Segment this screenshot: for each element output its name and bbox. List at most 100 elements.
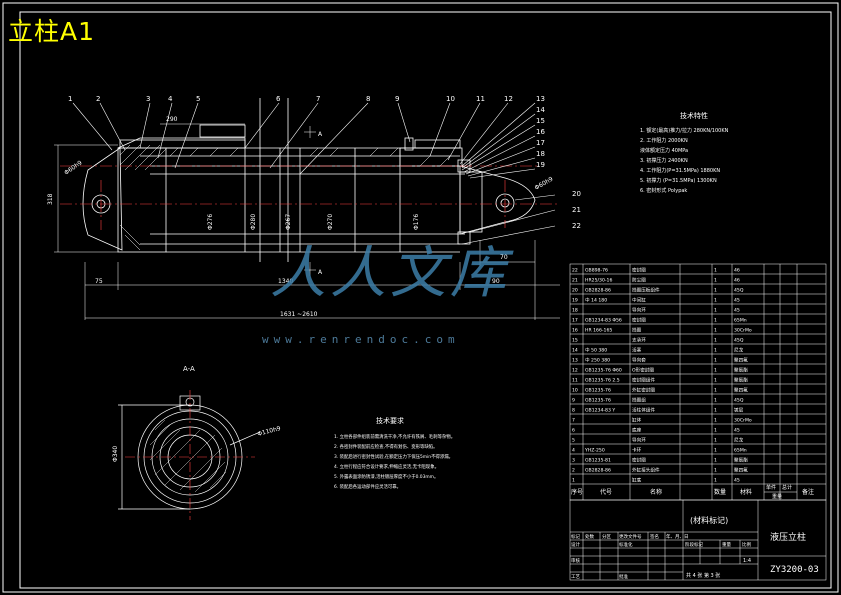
tech-req-block: 技术要求 1. 立柱各部件组装前需清洗干净,不允许有铁屑、毛刺等杂物。 2. 各… xyxy=(334,416,455,490)
bom-cell: GB1235-76 Φ60 xyxy=(585,368,622,374)
bom-cell: 聚四氟 xyxy=(734,357,748,364)
bom-cell: 支承环 xyxy=(632,337,646,344)
bom-cell: 中 250 380 xyxy=(585,357,610,364)
bom-cell: 1 xyxy=(714,418,717,424)
dim-h-left: 318 xyxy=(47,193,54,205)
tech-param-line-3: 液体额定压力 40MPa xyxy=(640,147,688,154)
bom-cell: 22 xyxy=(572,268,578,274)
tech-req-line-2: 2. 各密封件装配前应检查,不得有划伤、变形等缺陷。 xyxy=(334,443,438,450)
dim-small: Φ60h9 xyxy=(534,176,555,192)
tech-param-line-6: 5. 初撑力 (P=31.5MPa) 1300KN xyxy=(640,177,717,184)
tb-label-std: 标准化 xyxy=(619,541,633,548)
callout-5: 5 xyxy=(196,95,200,103)
bom-cell: 1 xyxy=(714,458,717,464)
watermark-url: www.renrendoc.com xyxy=(262,333,460,346)
bom-cell: 导向套 xyxy=(632,357,646,364)
tech-req-line-4: 4. 立柱行程应符合设计要求,伸缩应灵活,无卡阻现象。 xyxy=(334,463,439,470)
dim-right-70: 70 xyxy=(500,254,508,261)
bom-header-total: 总计 xyxy=(782,484,792,491)
bom-cell: 9 xyxy=(572,398,575,404)
bom-cell: 30CrMo xyxy=(734,328,752,334)
bom-cell: 尼龙 xyxy=(734,347,744,354)
bom-cell: 15 xyxy=(572,338,578,344)
dim-top-len: 290 xyxy=(166,116,178,123)
bom-cell: 1 xyxy=(714,448,717,454)
tech-param-line-1: 1. 额定(最高)推力/拉力 280KN/100KN xyxy=(640,127,729,134)
callout-7: 7 xyxy=(316,95,320,103)
bom-cell: 聚氨酯 xyxy=(734,367,748,374)
bom-cell: 1 xyxy=(714,438,717,444)
bom-cell: GB2828-86 xyxy=(585,468,611,474)
section-dia: Φ340 xyxy=(112,446,119,462)
section-center-lines xyxy=(125,390,255,520)
bom-cell: 中 14 180 xyxy=(585,297,607,304)
bom-cell: 底座 xyxy=(632,427,642,434)
dim-total: 1631 ~2610 xyxy=(280,311,318,318)
bom-cell: 10 xyxy=(572,388,578,394)
bom-cell: HR 166-165 xyxy=(585,328,612,334)
bom-cell: 18 xyxy=(572,308,578,314)
bom-cell: 1 xyxy=(714,478,717,484)
bom-cell: 缸体 xyxy=(632,417,642,424)
bom-cell: 1 xyxy=(714,368,717,374)
tech-req-line-1: 1. 立柱各部件组装前需清洗干净,不允许有铁屑、毛刺等杂物。 xyxy=(334,433,455,440)
bom-cell: 卡环 xyxy=(632,447,642,454)
tb-label-date: 年、月、日 xyxy=(666,533,689,540)
bom-header-no: 序号 xyxy=(571,488,583,496)
bom-cell: 1 xyxy=(714,428,717,434)
bom-cell: 1 xyxy=(714,348,717,354)
bom-cell: 1 xyxy=(714,328,717,334)
bom-cell: 聚氨酯 xyxy=(734,377,748,384)
tech-param-line-7: 6. 密封形式 Polypak xyxy=(640,187,687,194)
bom-cell: 活塞 xyxy=(632,347,642,354)
tb-scale-value: 1:4 xyxy=(743,558,751,564)
callout-4: 4 xyxy=(168,95,173,103)
bom-cell: 1 xyxy=(714,408,717,414)
tech-param-line-2: 2. 工作阻力 2000KN xyxy=(640,137,688,144)
bom-cell: 7 xyxy=(572,418,575,424)
tech-param-line-5: 4. 工作阻力(P=31.5MPa) 1880KN xyxy=(640,167,720,174)
bom-cell: 密封圈 xyxy=(632,457,646,464)
title-block-text: (材料标记) 液压立柱 ZY3200-03 标记 处数 分区 更改文件号 签名 … xyxy=(571,515,819,580)
center-lines xyxy=(60,165,560,230)
material-note: (材料标记) xyxy=(690,515,728,525)
bom-cell: 外缸密封圈 xyxy=(632,387,655,394)
tb-label-design: 设计 xyxy=(571,541,580,548)
callout-10: 10 xyxy=(446,95,455,103)
bom-cell: 46 xyxy=(734,268,740,274)
callout-leaders xyxy=(72,102,556,245)
callout-14: 14 xyxy=(536,106,545,114)
dim-bottom-right: 90 xyxy=(492,278,500,285)
tech-req-line-3: 3. 装配后进行密封性试验,在额定压力下保压5min不得渗漏。 xyxy=(334,453,453,460)
bom-cell: 镀层 xyxy=(734,407,744,414)
bom-cell: GB898-76 xyxy=(585,268,608,274)
bom-cell: 密封圈 xyxy=(632,267,646,274)
bom-cell: 21 xyxy=(572,278,578,284)
bom-cell: 45 xyxy=(734,478,740,484)
bom-cell: YHZ-250 xyxy=(584,448,605,454)
tech-param-line-4: 3. 初撑压力 2400KN xyxy=(640,157,688,164)
bom-cell: 4 xyxy=(572,448,575,454)
bom-cell: 19 xyxy=(572,298,578,304)
bom-cell: 45 xyxy=(734,298,740,304)
bom-cell: 45Q xyxy=(734,338,744,344)
bom-cell: 1 xyxy=(714,388,717,394)
bom-cell: 1 xyxy=(714,268,717,274)
tb-label-mark: 标记 xyxy=(571,533,580,540)
bom-cell: 1 xyxy=(714,378,717,384)
dim-dia-2: Φ280 xyxy=(250,214,257,230)
callout-22: 22 xyxy=(572,222,581,230)
tb-label-review: 审核 xyxy=(571,557,580,564)
drawing-number: ZY3200-03 xyxy=(770,565,819,575)
callout-16: 16 xyxy=(536,128,545,136)
tb-label-scale: 比例 xyxy=(742,541,751,548)
dim-bottom-mid: 1340 xyxy=(278,278,293,285)
tb-sheet: 共 4 张 第 3 张 xyxy=(686,572,720,579)
callout-15: 15 xyxy=(536,117,545,125)
bom-cell: 缸底 xyxy=(632,477,642,484)
bom-header-weight: 重量 xyxy=(772,493,782,500)
bom-cell: 8 xyxy=(572,408,575,414)
bom-cell: 5 xyxy=(572,438,575,444)
bom-header-name: 名称 xyxy=(650,488,662,496)
